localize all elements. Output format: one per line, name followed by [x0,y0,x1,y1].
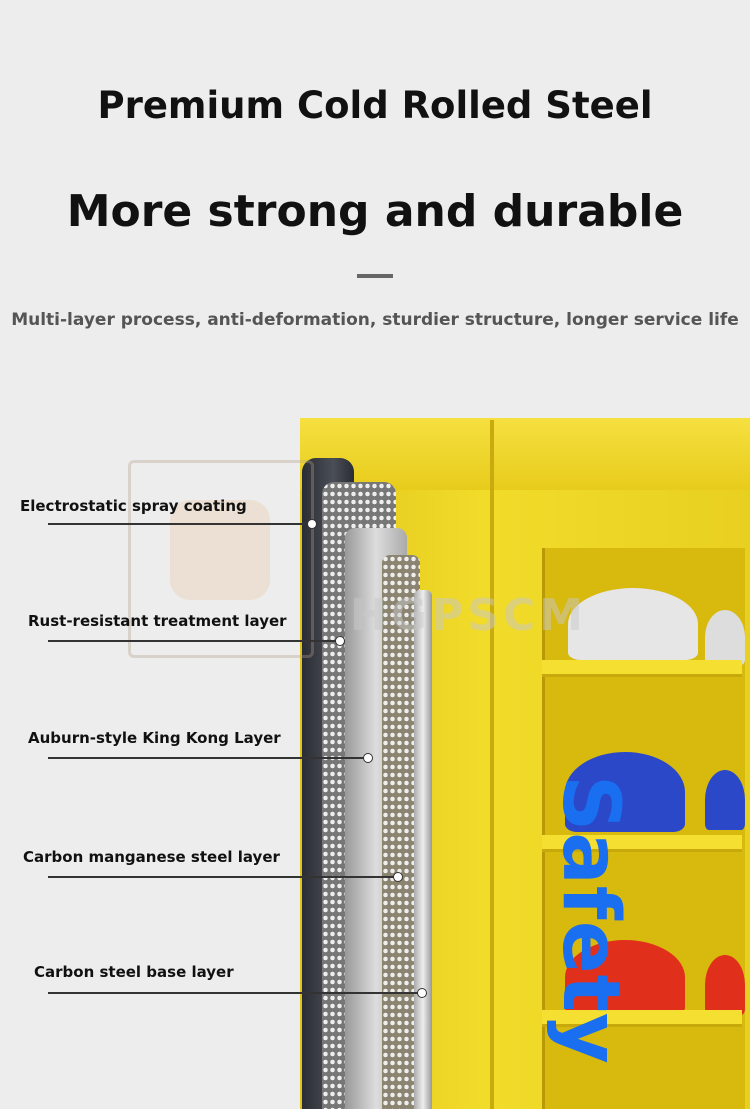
shelf [542,835,742,852]
layer-label: Rust-resistant treatment layer [28,612,287,630]
page-title: Premium Cold Rolled Steel [97,84,653,127]
callout-line [48,876,394,878]
callout-dot [393,872,403,882]
carbon-manganese-layer [382,555,420,1109]
callout-line [48,640,336,642]
callout-dot [307,519,317,529]
layer-label: Carbon steel base layer [34,963,234,981]
layer-label: Electrostatic spray coating [20,497,247,515]
watermark-frame [128,460,314,658]
layer-label: Carbon manganese steel layer [23,848,280,866]
shelf [542,660,742,677]
callout-line [48,992,418,994]
callout-dot [335,636,345,646]
blue-helmet [705,770,745,830]
callout-line [48,523,308,525]
watermark-logo [170,500,270,600]
red-helmet [705,955,745,1015]
blue-helmet [565,752,685,832]
callout-dot [363,753,373,763]
carbon-steel-base-layer [414,590,432,1109]
watermark-text: HGPSCM [350,590,587,641]
safety-door-text: Safety [545,775,635,1065]
shelf [542,1010,742,1027]
headline: More strong and durable [66,186,684,237]
white-helmet [705,610,745,665]
layer-label: Auburn-style King Kong Layer [28,729,281,747]
divider [357,274,393,278]
subtitle: Multi-layer process, anti-deformation, s… [11,310,739,330]
red-helmet [565,940,685,1015]
cabinet-top [300,418,750,490]
white-helmet [568,588,698,660]
cabinet-frame [490,420,494,1109]
callout-dot [417,988,427,998]
callout-line [48,757,364,759]
